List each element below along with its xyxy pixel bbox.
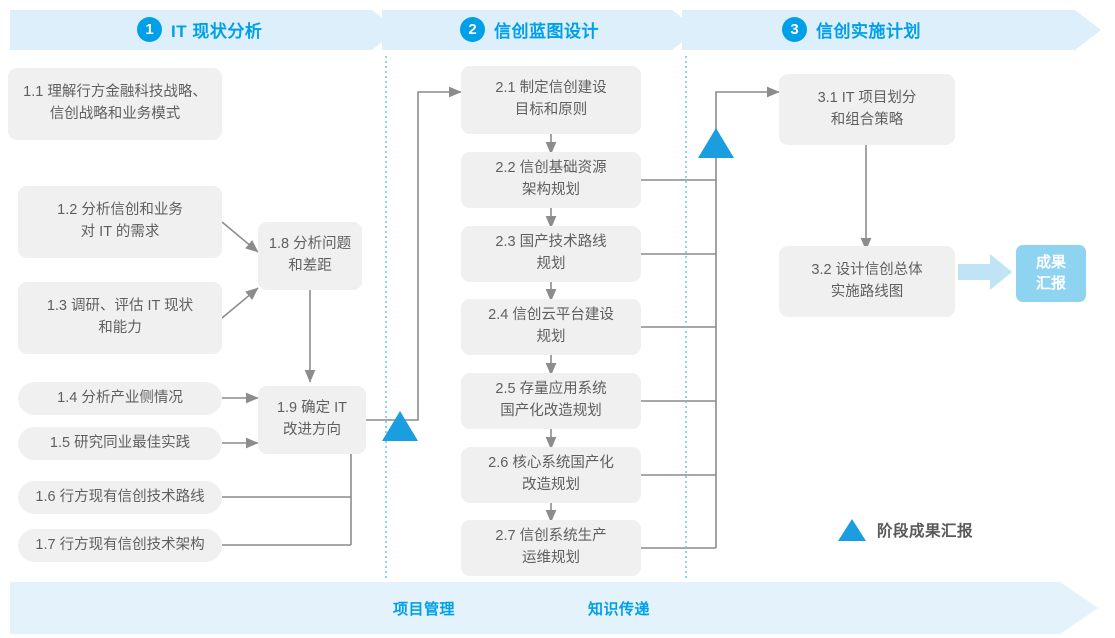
result-arrow (958, 254, 1012, 290)
legend: 阶段成果汇报 (838, 519, 973, 541)
task-box-2-1[interactable]: 2.1 制定信创建设 目标和原则 (461, 66, 641, 134)
task-box-1-4[interactable]: 1.4 分析产业侧情况 (18, 382, 222, 415)
bottom-label-project-management: 项目管理 (393, 601, 456, 618)
phase-title-3: 信创实施计划 (816, 22, 921, 41)
milestone-triangle-phase2 (698, 128, 734, 158)
task-box-1-7[interactable]: 1.7 行方现有信创技术架构 (18, 529, 222, 562)
task-box-2-6[interactable]: 2.6 核心系统国产化 改造规划 (461, 447, 641, 503)
task-box-1-9[interactable]: 1.9 确定 IT 改进方向 (258, 386, 366, 454)
phase-title-2: 信创蓝图设计 (494, 22, 599, 41)
edge-1-3-to-1-8 (221, 287, 259, 319)
task-box-1-3[interactable]: 1.3 调研、评估 IT 现状 和能力 (18, 282, 222, 354)
task-box-2-2[interactable]: 2.2 信创基础资源 架构规划 (461, 152, 641, 208)
legend-label: 阶段成果汇报 (877, 523, 974, 540)
task-box-1-2[interactable]: 1.2 分析信创和业务 对 IT 的需求 (18, 186, 222, 258)
phase-number-1: 1 (137, 17, 162, 42)
task-box-2-7[interactable]: 2.7 信创系统生产 运维规划 (461, 520, 641, 576)
task-box-2-5[interactable]: 2.5 存量应用系统 国产化改造规划 (461, 373, 641, 429)
task-box-1-6[interactable]: 1.6 行方现有信创技术路线 (18, 481, 222, 514)
phase-header-2: 2 信创蓝图设计 (460, 17, 599, 42)
task-box-2-3[interactable]: 2.3 国产技术路线 规划 (461, 226, 641, 282)
task-box-1-5[interactable]: 1.5 研究同业最佳实践 (18, 427, 222, 460)
triangle-icon (838, 519, 866, 541)
bottom-banner (10, 582, 1098, 634)
edge-1-9-to-2-1 (366, 86, 462, 421)
edge-1-2-to-1-8 (221, 221, 259, 253)
task-box-1-1[interactable]: 1.1 理解行方金融科技战略、 信创战略和业务模式 (8, 68, 222, 140)
bottom-label-knowledge-transfer: 知识传递 (588, 601, 651, 618)
task-box-3-2[interactable]: 3.2 设计信创总体 实施路线图 (779, 246, 955, 317)
task-box-1-8[interactable]: 1.8 分析问题 和差距 (258, 222, 362, 290)
edge-phase2-bus-to-3-1 (715, 86, 780, 548)
task-box-3-1[interactable]: 3.1 IT 项目划分 和组合策略 (779, 74, 955, 145)
phase-header-3: 3 信创实施计划 (782, 17, 921, 42)
phase-number-3: 3 (782, 17, 807, 42)
task-box-2-4[interactable]: 2.4 信创云平台建设 规划 (461, 299, 641, 355)
phase-title-1: IT 现状分析 (171, 22, 263, 41)
milestone-triangle-phase1 (382, 411, 418, 441)
result-badge[interactable]: 成果 汇报 (1016, 245, 1086, 302)
phase-number-2: 2 (460, 17, 485, 42)
phase-header-1: 1 IT 现状分析 (137, 17, 262, 42)
